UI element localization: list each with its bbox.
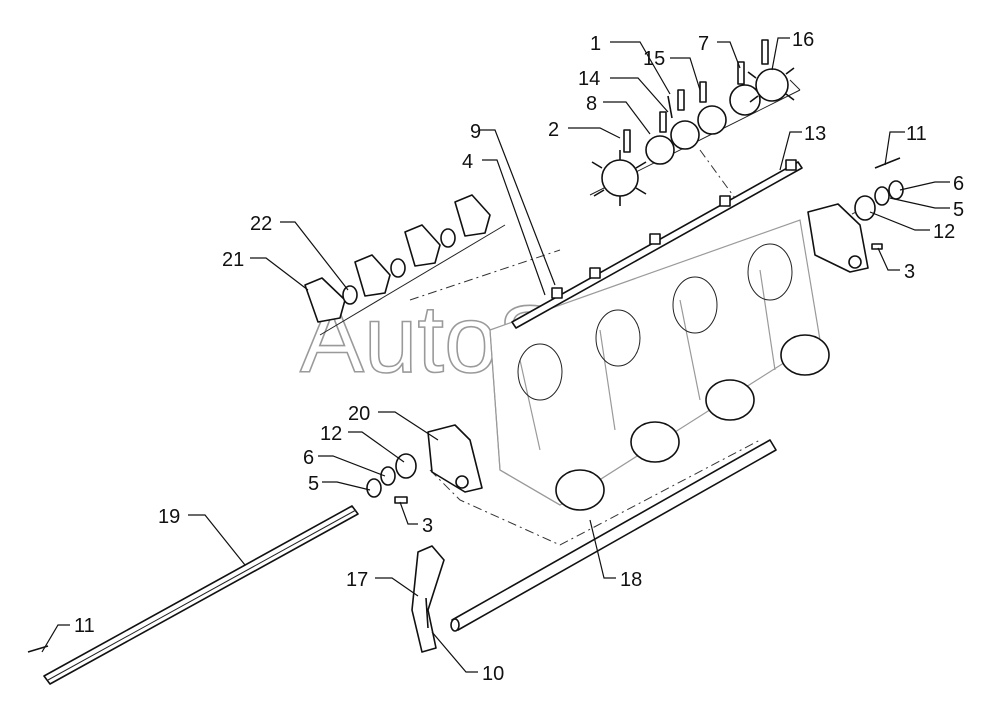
bolts bbox=[623, 39, 769, 153]
lever-17 bbox=[411, 545, 445, 653]
callout-3-left: 3 bbox=[422, 515, 433, 537]
callout-20: 20 bbox=[348, 403, 370, 425]
star-wheel-16 bbox=[747, 67, 795, 103]
washer-5a bbox=[874, 186, 890, 206]
drive-bar-19 bbox=[27, 505, 359, 685]
callout-2: 2 bbox=[548, 119, 559, 141]
washer-5b bbox=[366, 478, 382, 498]
bolt-3a bbox=[871, 243, 883, 250]
callout-8: 8 bbox=[586, 93, 597, 115]
rocker-21 bbox=[304, 277, 346, 323]
bearing-12b bbox=[395, 453, 417, 479]
callout-16: 16 bbox=[792, 29, 814, 51]
callout-4: 4 bbox=[462, 151, 473, 173]
callout-11-left: 11 bbox=[74, 615, 95, 637]
leader-lines bbox=[41, 37, 950, 673]
callout-19: 19 bbox=[158, 506, 180, 528]
callout-21: 21 bbox=[222, 249, 244, 271]
right-end-group bbox=[807, 157, 904, 273]
disc-7 bbox=[729, 84, 761, 116]
sprocket-8 bbox=[645, 135, 675, 165]
callout-9: 9 bbox=[470, 121, 481, 143]
callout-15: 15 bbox=[643, 48, 665, 70]
callout-3-right: 3 bbox=[904, 261, 915, 283]
pin-10 bbox=[425, 597, 429, 629]
sprocket-14 bbox=[670, 120, 700, 150]
callout-12-left: 12 bbox=[320, 423, 342, 445]
callout-7: 7 bbox=[698, 33, 709, 55]
bracket-rail bbox=[511, 159, 803, 329]
callout-labels: 1 14 8 2 15 7 16 9 4 13 11 6 5 12 3 22 2… bbox=[74, 29, 964, 685]
end-plate-left bbox=[427, 424, 483, 493]
left-end-group bbox=[366, 424, 483, 504]
outlet-tube-1 bbox=[555, 469, 605, 511]
outlet-tube-4 bbox=[780, 334, 830, 376]
callout-18: 18 bbox=[620, 569, 642, 591]
callout-14: 14 bbox=[578, 68, 600, 90]
housing-assembly bbox=[489, 219, 830, 511]
outlet-tube-2 bbox=[630, 421, 680, 463]
callout-11-right: 11 bbox=[906, 123, 927, 145]
bolt-3b bbox=[394, 496, 408, 504]
sprocket-assembly bbox=[589, 39, 801, 206]
spring-1 bbox=[667, 95, 673, 119]
bearing-12a bbox=[854, 195, 876, 221]
washer-6b bbox=[380, 466, 396, 486]
outlet-tube-3 bbox=[705, 379, 755, 421]
callout-1: 1 bbox=[590, 33, 601, 55]
callout-22: 22 bbox=[250, 213, 272, 235]
pin-11a bbox=[874, 157, 901, 169]
sprocket-15 bbox=[697, 105, 727, 135]
washer-22 bbox=[342, 285, 358, 305]
star-wheel-1 bbox=[591, 150, 647, 206]
callout-13: 13 bbox=[804, 123, 826, 145]
end-plate-right bbox=[807, 203, 869, 273]
callout-6-left: 6 bbox=[303, 447, 314, 469]
callout-5-right: 5 bbox=[953, 199, 964, 221]
callout-6-right: 6 bbox=[953, 173, 964, 195]
rod-18 bbox=[450, 439, 777, 632]
callout-12-right: 12 bbox=[933, 221, 955, 243]
rocker-row bbox=[304, 194, 506, 336]
callout-17: 17 bbox=[346, 569, 368, 591]
callout-10: 10 bbox=[482, 663, 504, 685]
callout-5-left: 5 bbox=[308, 473, 319, 495]
